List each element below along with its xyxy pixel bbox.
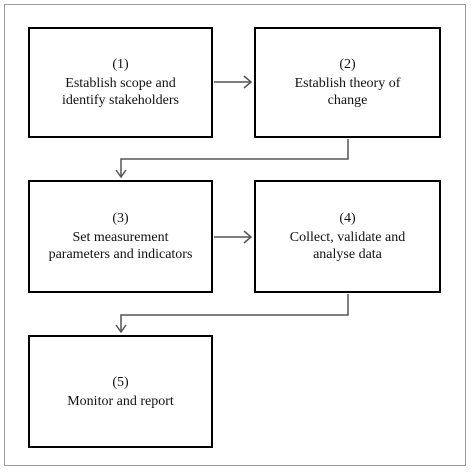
step-4-line-1: Collect, validate and [289,230,406,245]
step-2-line-2: change [327,93,368,108]
step-1-box: (1) Establish scope and identify stakeho… [28,27,213,138]
step-1-number: (1) [112,57,129,72]
step-4-number: (4) [339,211,356,226]
step-1-line-2: identify stakeholders [61,93,180,108]
step-4-line-2: analyse data [313,247,382,262]
step-1-line-1: Establish scope and [65,76,176,91]
step-2-line-1: Establish theory of [294,76,401,91]
step-5-box: (5) Monitor and report [28,335,213,448]
diagram-frame [4,4,466,466]
step-3-line-2: parameters and indicators [48,247,193,262]
step-4-box: (4) Collect, validate and analyse data [254,180,441,293]
step-2-number: (2) [339,57,356,72]
step-5-line-1: Monitor and report [67,393,174,409]
step-5-number: (5) [112,374,129,390]
step-2-box: (2) Establish theory of change [254,27,441,138]
step-3-number: (3) [112,211,129,226]
step-3-box: (3) Set measurement parameters and indic… [28,180,213,293]
step-3-line-1: Set measurement [72,230,169,245]
